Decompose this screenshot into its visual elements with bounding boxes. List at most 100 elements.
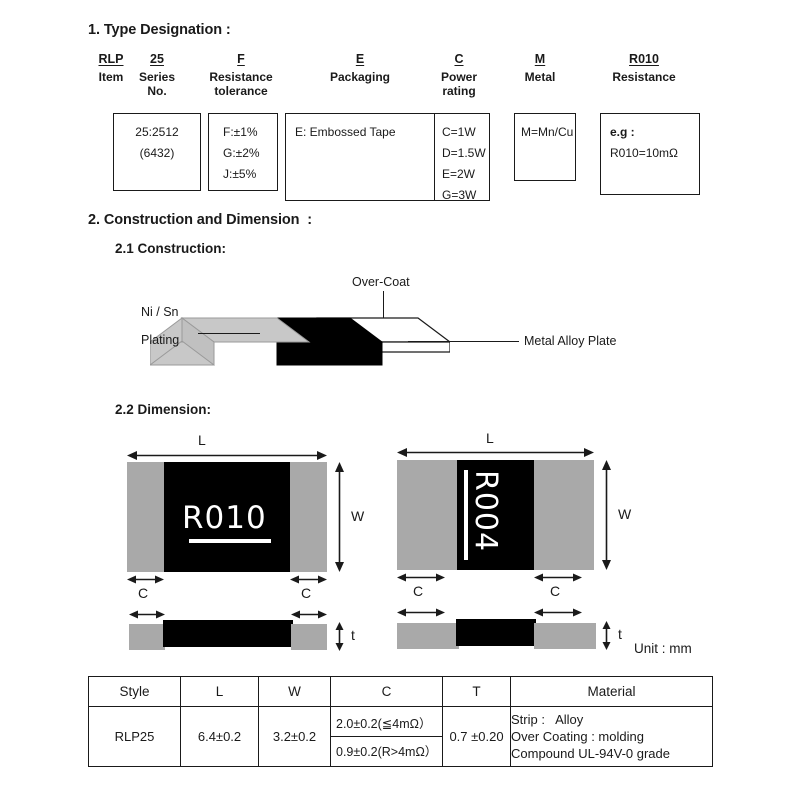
- cell-c-upper: 2.0±0.2(≦4mΩ）: [331, 710, 442, 737]
- right-chip-term-left-arrow: [397, 573, 445, 582]
- right-chip-length-arrow: [397, 448, 594, 457]
- table-header-thickness: T: [442, 676, 511, 707]
- series-option-box: 25:2512 (6432): [113, 113, 201, 191]
- right-chip-term-right-label: C: [550, 583, 561, 599]
- cell-material: Strip : Alloy Over Coating : molding Com…: [510, 706, 713, 767]
- code-column-power: C Power rating: [428, 52, 490, 98]
- code-desc-power-1: Power: [440, 70, 477, 84]
- label-over-coat: Over-Coat: [352, 275, 410, 289]
- code-desc-tolerance-2: tolerance: [214, 84, 268, 98]
- power-option-line-4: G=3W: [442, 188, 477, 202]
- right-chip-overcoat: [457, 460, 534, 570]
- plating-left-face: [150, 317, 183, 366]
- code-column-metal: M Metal: [512, 52, 568, 84]
- code-key-item: RLP: [98, 52, 124, 66]
- right-chip-terminal-right: [534, 460, 594, 570]
- resistance-option-line-2: R010=10mΩ: [610, 146, 679, 160]
- left-side-term-right-arrow: [291, 610, 327, 619]
- code-key-packaging: E: [355, 52, 365, 66]
- label-plating-line1: Ni / Sn: [141, 305, 179, 319]
- label-plating-line2: Plating: [141, 333, 180, 347]
- code-desc-series-1: Series: [138, 70, 176, 84]
- code-column-packaging: E Packaging: [310, 52, 410, 84]
- code-column-series: 25 Series No.: [130, 52, 184, 98]
- left-chip-overcoat: [164, 462, 290, 572]
- right-side-overcoat: [456, 619, 536, 646]
- sub-heading-construction: 2.1 Construction:: [115, 241, 227, 256]
- left-side-terminal-left: [129, 624, 165, 650]
- code-key-resistance: R010: [629, 52, 659, 66]
- right-chip-length-label: L: [486, 430, 494, 446]
- power-option-line-3: E=2W: [442, 167, 476, 181]
- right-side-thickness-arrow: [602, 621, 611, 650]
- code-key-tolerance: F: [237, 52, 245, 66]
- over-coat-leader-line: [383, 291, 385, 318]
- left-side-thickness-label: t: [351, 627, 355, 643]
- left-chip-term-right-label: C: [301, 585, 312, 601]
- left-chip-length-arrow: [127, 451, 327, 460]
- code-column-item: RLP Item: [88, 52, 134, 84]
- material-line-3: Compound UL-94V-0 grade: [511, 746, 670, 761]
- metal-option-box: M=Mn/Cu: [514, 113, 576, 181]
- cell-width: 3.2±0.2: [258, 706, 331, 767]
- left-side-thickness-arrow: [335, 622, 344, 651]
- code-column-resistance: R010 Resistance: [601, 52, 687, 84]
- table-header-length: L: [180, 676, 259, 707]
- material-line-1: Strip : Alloy: [511, 712, 584, 727]
- resistance-option-box: e.g : R010=10mΩ: [600, 113, 700, 195]
- code-desc-resistance: Resistance: [612, 70, 676, 84]
- cell-c-lower: 0.9±0.2(R>4mΩ）: [336, 744, 438, 759]
- right-chip-term-right-arrow: [534, 573, 582, 582]
- code-desc-item: Item: [98, 70, 124, 84]
- tolerance-option-line-1: F:±1%: [223, 125, 258, 139]
- right-side-term-right-arrow: [534, 608, 582, 617]
- dimension-spec-table: Style L W C T Material RLP25 6.4±0.2 3.2…: [88, 676, 713, 767]
- code-key-metal: M: [534, 52, 546, 66]
- right-chip-marking: R004: [468, 470, 503, 553]
- packaging-option-line-1: E: Embossed Tape: [295, 125, 396, 139]
- section-heading-construction: 2. Construction and Dimension :: [88, 212, 312, 228]
- table-header-style: Style: [88, 676, 181, 707]
- left-side-term-left-arrow: [129, 610, 165, 619]
- code-desc-power-2: rating: [442, 84, 476, 98]
- sub-heading-dimension: 2.2 Dimension:: [115, 402, 212, 417]
- right-side-thickness-label: t: [618, 626, 622, 642]
- right-chip-width-label: W: [618, 506, 632, 522]
- metal-alloy-leader-line: [408, 341, 519, 343]
- power-option-line-2: D=1.5W: [442, 146, 486, 160]
- right-chip-terminal-left: [397, 460, 457, 570]
- code-desc-tolerance-1: Resistance: [209, 70, 273, 84]
- left-chip-marking: R010: [182, 500, 267, 536]
- code-key-series: 25: [150, 52, 164, 66]
- left-chip-length-label: L: [198, 432, 206, 448]
- right-chip-width-arrow: [602, 460, 611, 570]
- left-chip-term-left-arrow: [127, 575, 164, 584]
- table-header-row: Style L W C T Material: [88, 676, 713, 707]
- code-desc-series-2: No.: [147, 84, 167, 98]
- resistance-option-line-1: e.g :: [610, 125, 635, 139]
- left-chip-term-right-arrow: [290, 575, 327, 584]
- tolerance-option-box: F:±1% G:±2% J:±5%: [208, 113, 278, 191]
- table-header-material: Material: [510, 676, 713, 707]
- right-chip-term-left-label: C: [413, 583, 424, 599]
- cell-c-group: 2.0±0.2(≦4mΩ） 0.9±0.2(R>4mΩ）: [330, 706, 443, 767]
- label-metal-alloy-plate: Metal Alloy Plate: [524, 334, 617, 348]
- code-key-power: C: [454, 52, 464, 66]
- right-side-terminal-right: [534, 623, 596, 649]
- left-side-overcoat: [163, 620, 293, 647]
- material-line-2: Over Coating : molding: [511, 729, 644, 744]
- series-option-line-1: 25:2512: [135, 125, 179, 139]
- left-chip-width-arrow: [335, 462, 344, 572]
- code-desc-metal: Metal: [524, 70, 556, 84]
- series-option-line-2: (6432): [139, 146, 175, 160]
- cell-style: RLP25: [88, 706, 181, 767]
- metal-option-line-1: M=Mn/Cu: [521, 125, 574, 139]
- left-chip-width-label: W: [351, 508, 365, 524]
- power-option-line-1: C=1W: [442, 125, 476, 139]
- cell-thickness: 0.7 ±0.20: [442, 706, 511, 767]
- section-heading-type-designation: 1. Type Designation :: [88, 22, 231, 38]
- tolerance-option-line-2: G:±2%: [223, 146, 260, 160]
- tolerance-option-line-3: J:±5%: [223, 167, 257, 181]
- left-chip-terminal-right: [290, 462, 327, 572]
- left-side-terminal-right: [291, 624, 327, 650]
